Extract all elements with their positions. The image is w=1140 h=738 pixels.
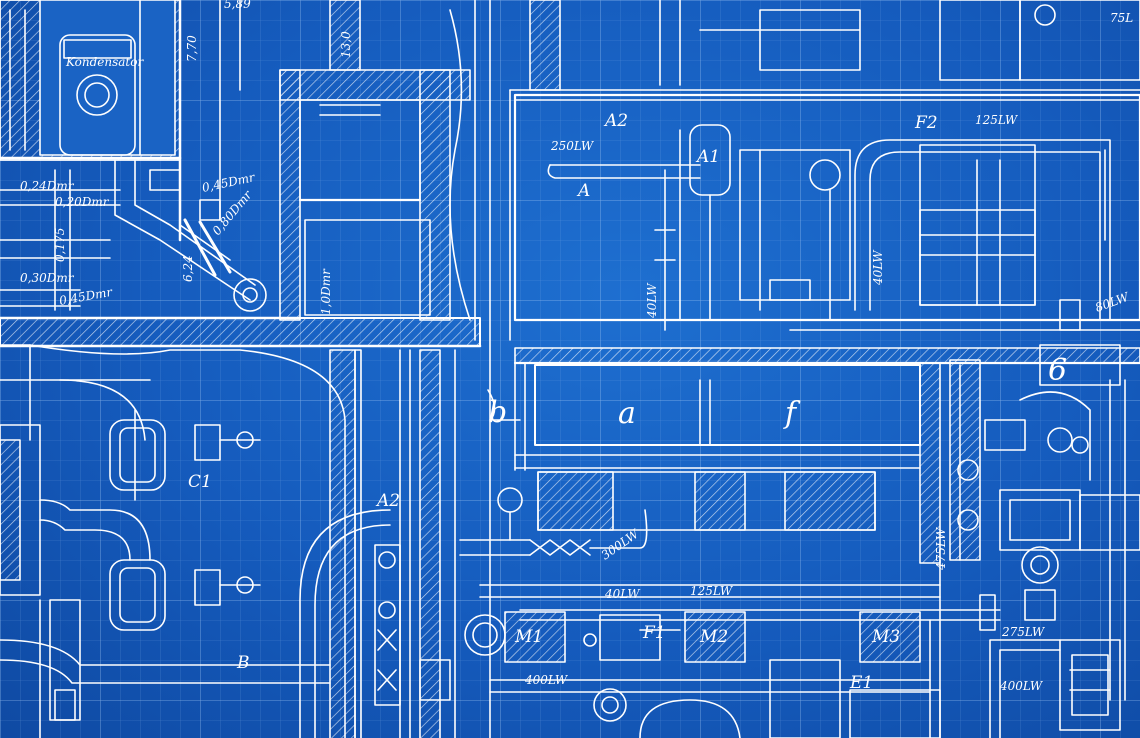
label-A2-top: A2 (603, 111, 628, 131)
label-d10: 1,0Dmr (319, 268, 333, 315)
label-v0175: 0,175 (53, 228, 67, 262)
label-lw400-right: 400LW (999, 679, 1044, 693)
label-lw400-left: 400LW (524, 673, 569, 687)
label-B: B (236, 653, 250, 673)
label-A: A (576, 181, 590, 201)
label-lw125-mid: 125LW (690, 584, 734, 598)
condenser-room (0, 0, 361, 242)
label-d020: 0,20Dmr (55, 195, 110, 209)
label-lw475: 475LW (934, 526, 948, 571)
label-C1: C1 (188, 472, 212, 492)
label-v770: 7,70 (185, 35, 199, 62)
label-A2-bottom: A2 (375, 491, 400, 511)
label-lw125-top: 125LW (975, 113, 1019, 127)
label-v589: 5,89 (224, 0, 251, 11)
label-v130: 13,0 (339, 31, 353, 58)
floor-slab-left (0, 316, 482, 348)
label-a: a (618, 396, 636, 431)
label-A1: A1 (695, 147, 720, 167)
pumps-left (0, 344, 346, 738)
mid-right-room (487, 344, 1140, 564)
label-lw275: 275LW (1001, 625, 1046, 639)
label-v624: 6,24 (181, 255, 195, 282)
label-kondensator: Kondensator (65, 55, 144, 69)
label-6: 6 (1048, 353, 1067, 388)
condenser-pipes (0, 159, 267, 312)
label-lw75: 75L (1110, 11, 1133, 25)
label-lw40-top: 40LW (871, 249, 885, 286)
label-lw40-vert: 40LW (645, 282, 659, 319)
label-lw250: 250LW (550, 139, 595, 153)
label-F1: F1 (642, 623, 666, 643)
label-M3: M3 (871, 627, 900, 647)
label-M1: M1 (514, 627, 543, 647)
bottom-piping (299, 471, 1001, 738)
label-lw40-mid: 40LW (604, 587, 641, 601)
label-F2: F2 (914, 113, 938, 133)
label-M2: M2 (699, 627, 728, 647)
machinery-right (949, 359, 1140, 738)
label-d024: 0,24Dmr (20, 179, 75, 193)
central-shaft (279, 0, 491, 738)
label-d030: 0,30Dmr (20, 271, 75, 285)
upper-right-room (509, 0, 1140, 341)
label-b: b (488, 395, 507, 430)
label-E1: E1 (849, 673, 873, 693)
